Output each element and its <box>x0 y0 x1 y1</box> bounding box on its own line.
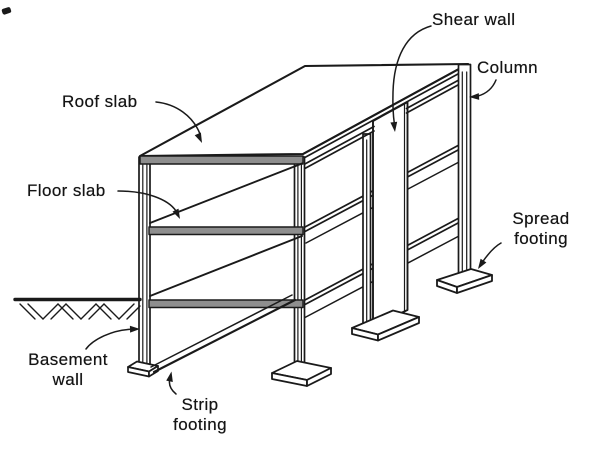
strip-footing-pad-shape <box>127 360 159 378</box>
spread-footing-back-shape <box>436 268 493 294</box>
label-floor-slab: Floor slab <box>27 181 106 200</box>
floor-slab-band-1 <box>148 226 304 236</box>
floor-slab-band-2 <box>148 299 304 309</box>
strip-footing-leader <box>166 371 177 395</box>
basement-wall-leader <box>85 325 140 350</box>
floor-slab-leader <box>117 190 180 219</box>
label-basement-wall-line1: Basement <box>28 350 108 369</box>
label-spread-footing: Spread footing <box>512 209 569 249</box>
label-basement-wall-line2: wall <box>52 370 84 389</box>
label-roof-slab: Roof slab <box>62 92 138 111</box>
ground-hatching <box>19 303 141 320</box>
column-leader <box>469 79 497 100</box>
spread-footing-front-shape <box>271 360 332 387</box>
label-column: Column <box>477 58 538 77</box>
label-basement-wall: Basement wall <box>28 350 108 390</box>
scan-artifact <box>1 7 12 15</box>
shear-wall-leader <box>390 25 432 132</box>
shear-wall-footing-shape <box>351 309 420 342</box>
spread-footing-leader <box>478 242 502 269</box>
shear-wall-panel <box>372 101 409 327</box>
strip-footing-run <box>150 294 297 374</box>
front-right-column <box>293 156 306 375</box>
roof-slab-leader <box>155 101 202 143</box>
label-spread-footing-line2: footing <box>514 229 568 248</box>
frame-column-back <box>457 63 472 285</box>
label-spread-footing-line1: Spread <box>512 209 570 228</box>
basement-wall-shape <box>138 156 151 370</box>
frame-column-middle <box>362 133 372 333</box>
roof-slab-front-band <box>139 155 304 165</box>
label-strip-footing-line1: Strip <box>181 395 219 414</box>
label-shear-wall: Shear wall <box>432 10 516 29</box>
roof-slab-surface <box>138 62 470 158</box>
label-strip-footing-line2: footing <box>173 415 227 434</box>
label-strip-footing: Strip footing <box>173 395 227 435</box>
